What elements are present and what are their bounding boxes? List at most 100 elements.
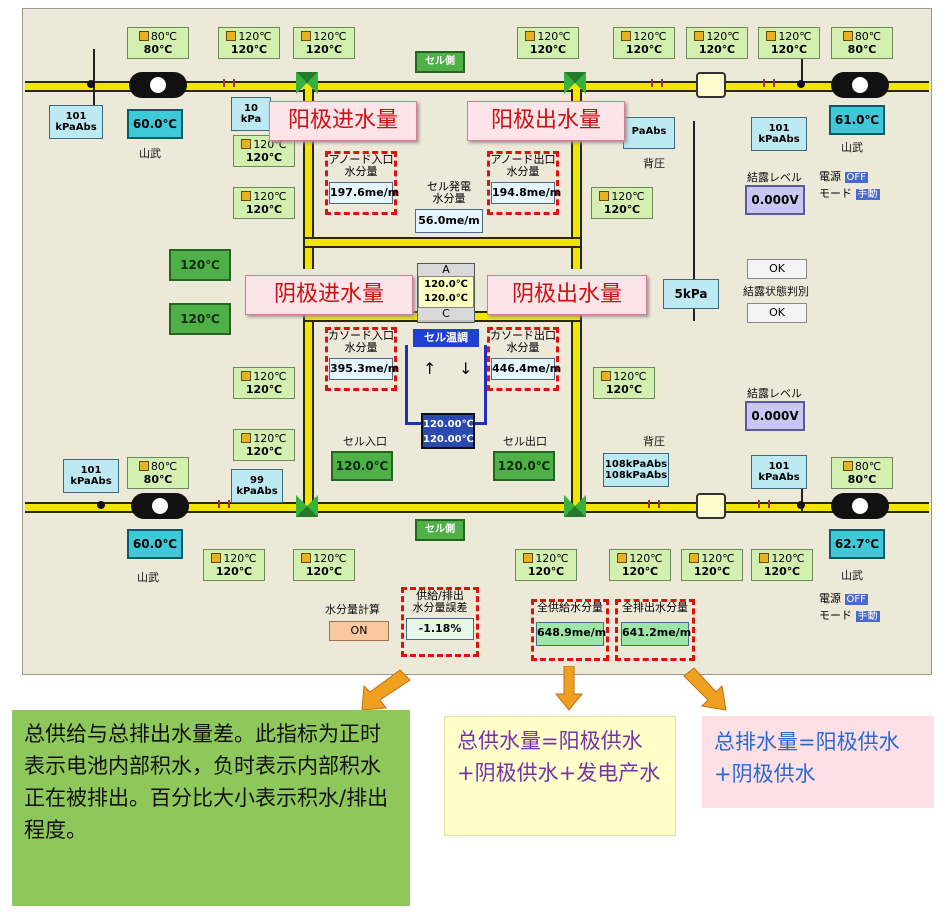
- yamatake-label: 山武: [137, 571, 159, 584]
- dew-state-label: 結露状態判別: [743, 285, 809, 298]
- pump-icon[interactable]: [831, 72, 889, 98]
- cell-outlet-temperature: 120.0℃: [493, 451, 555, 481]
- dew-level-label: 結露レベル: [747, 171, 802, 184]
- callout-anode-out: 阳极出水量: [467, 101, 625, 141]
- heater-temperature: 120℃: [169, 303, 231, 335]
- callout-cathode-out: 阴极出水量: [487, 275, 647, 315]
- cell-outlet-label: セル出口: [503, 435, 547, 448]
- anode-loop-pipe: [305, 237, 580, 248]
- back-pressure-label: 背圧: [643, 435, 665, 448]
- arrow-down-left-icon: [361, 669, 411, 711]
- junction-dot: [97, 501, 105, 509]
- cell-inlet-label: セル入口: [343, 435, 387, 448]
- yamatake-label: 山武: [841, 569, 863, 582]
- bottom-main-pipe: [25, 502, 929, 513]
- top-main-pipe: [25, 81, 929, 92]
- dew-level-value: 0.000V: [745, 401, 805, 431]
- signal-line: [801, 57, 803, 87]
- pipe-tick: [651, 79, 663, 87]
- pump-icon[interactable]: [131, 493, 189, 519]
- cell-side-label: セル側: [415, 51, 465, 73]
- pressure-indicator: PaAbs: [623, 117, 675, 149]
- cell-a-label: A: [418, 264, 474, 276]
- dew-state-ok-2: OK: [747, 303, 807, 323]
- water-calc-toggle[interactable]: ON: [329, 621, 389, 641]
- mode-status[interactable]: 手動: [855, 611, 880, 622]
- valve-icon[interactable]: [564, 495, 586, 517]
- back-pressure-label: 背圧: [643, 157, 665, 170]
- cell-side-label: セル側: [415, 519, 465, 541]
- pump-icon[interactable]: [129, 72, 187, 98]
- anode-in-riser: [303, 89, 314, 269]
- pipe-tick: [218, 500, 230, 508]
- valve-icon[interactable]: [296, 495, 318, 517]
- heat-exchanger-icon: [696, 493, 726, 519]
- tank-temperature: 62.7℃: [829, 529, 885, 559]
- mode-status[interactable]: 手動: [855, 189, 880, 200]
- power-status[interactable]: OFF: [844, 172, 868, 183]
- pump-icon[interactable]: [831, 493, 889, 519]
- cathode-out-riser: [571, 309, 582, 505]
- power-status[interactable]: OFF: [844, 594, 868, 605]
- cell-temp-control[interactable]: セル温調: [413, 329, 479, 347]
- generated-water: セル発電水分量 56.0me/m: [415, 181, 483, 233]
- junction-dot: [797, 501, 805, 509]
- cell-c-label: C: [418, 308, 474, 320]
- total-supply-note: 总供水量=阳极供水+阴极供水+发电产水: [444, 716, 676, 836]
- pipe-tick: [648, 500, 660, 508]
- yamatake-label: 山武: [139, 147, 161, 160]
- supply-drain-difference: 供給/排出水分量誤差-1.18%: [401, 587, 479, 657]
- valve-icon[interactable]: [296, 72, 318, 94]
- signal-line: [801, 481, 803, 511]
- difference-note: 总供给与总排出水量差。此指标为正时表示电池内部积水，负时表示内部积水正在被排出。…: [12, 710, 410, 906]
- dew-level-value: 0.000V: [745, 185, 805, 215]
- yamatake-label: 山武: [841, 141, 863, 154]
- total-drain-note: 总排水量=阳极供水+阴极供水: [702, 716, 934, 808]
- pipe-tick: [763, 79, 775, 87]
- arrow-down-icon: [554, 666, 584, 711]
- tank-temperature: 61.0℃: [829, 105, 885, 135]
- generated-water-value: 56.0me/m: [415, 209, 483, 233]
- junction-dot: [87, 80, 95, 88]
- flow-up-arrow: ↑: [423, 359, 437, 378]
- power-mode-bottom: 電源 OFF モード 手動: [819, 592, 880, 622]
- junction-dot: [797, 80, 805, 88]
- heat-exchanger-icon: [696, 72, 726, 98]
- valve-icon[interactable]: [564, 72, 586, 94]
- cell-inlet-temperature: 120.0℃: [331, 451, 393, 481]
- tank-temperature: 60.0℃: [127, 529, 183, 559]
- power-mode-top: 電源 OFF モード 手動: [819, 170, 880, 200]
- signal-line: [693, 121, 695, 321]
- anode-out-riser: [571, 89, 582, 269]
